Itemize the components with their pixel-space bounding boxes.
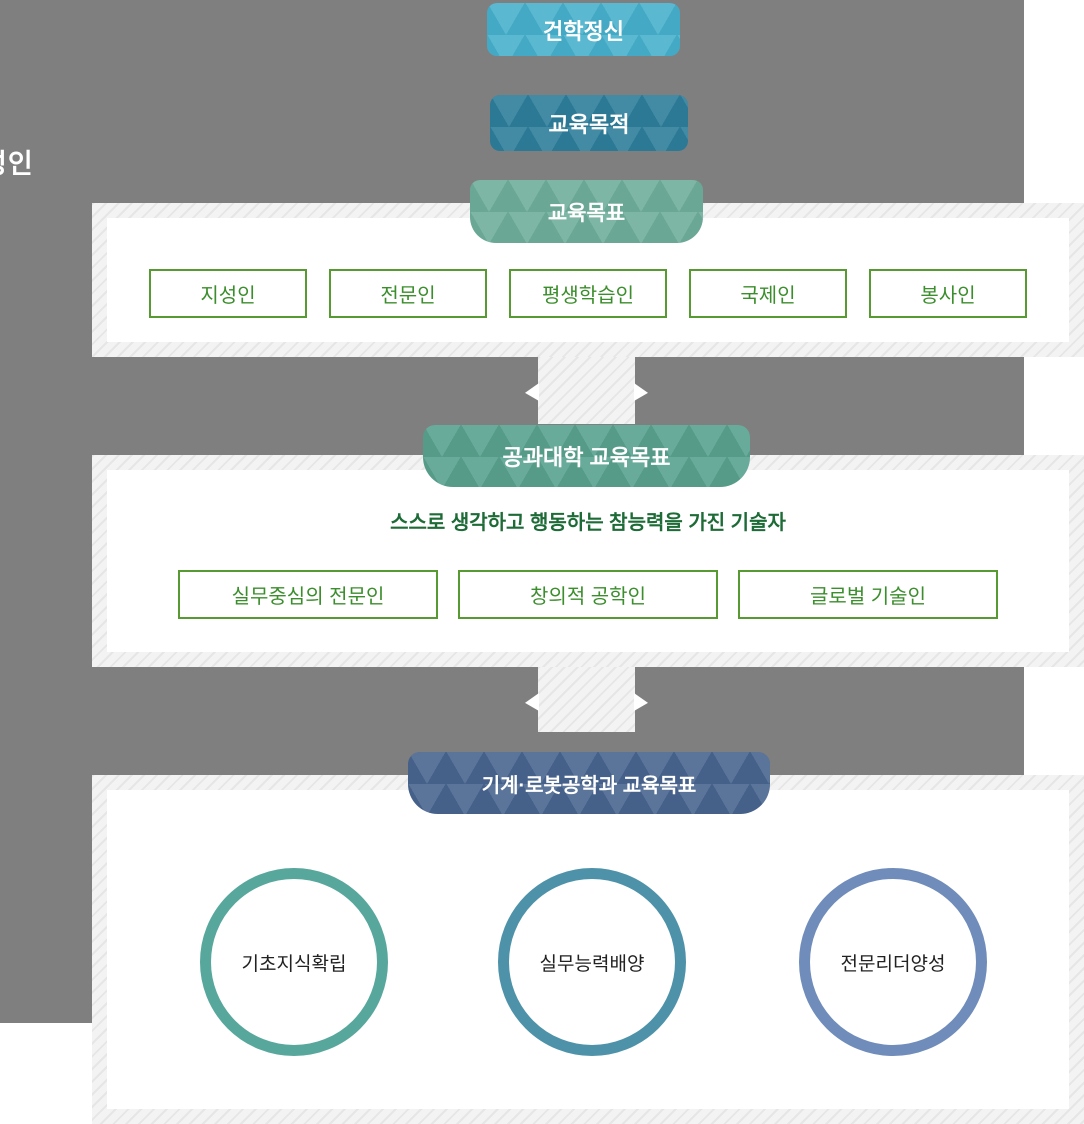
circle-basic-knowledge-label: 기초지식확립 xyxy=(241,953,347,975)
badge-education-goals: 교육목표 xyxy=(470,180,703,243)
clipped-heading-text: 성인 xyxy=(0,149,34,179)
goal-box-global-citizen: 국제인 xyxy=(689,269,847,318)
college-goals-row: 실무중심의 전문인 창의적 공학인 글로벌 기술인 xyxy=(92,570,1084,619)
circle-professional-leader: 전문리더양성 xyxy=(799,868,987,1056)
badge-college-goals-label: 공과대학 교육목표 xyxy=(502,445,671,470)
college-goals-headline: 스스로 생각하고 행동하는 참능력을 가진 기술자 xyxy=(390,512,786,534)
badge-education-goals-label: 교육목표 xyxy=(547,201,626,225)
badge-college-goals: 공과대학 교육목표 xyxy=(423,425,750,487)
university-goals-row: 지성인 전문인 평생학습인 국제인 봉사인 xyxy=(92,269,1084,318)
circle-practical-ability-label: 실무능력배양 xyxy=(539,953,645,975)
section-college-goals-inner xyxy=(107,470,1069,652)
down-arrow-connector-1 xyxy=(525,357,648,424)
goal-box-practice-centered-professional: 실무중심의 전문인 xyxy=(178,570,438,619)
circle-basic-knowledge: 기초지식확립 xyxy=(200,868,388,1056)
badge-education-purpose-label: 교육목적 xyxy=(548,112,630,137)
badge-founding-spirit-label: 건학정신 xyxy=(543,18,624,44)
down-arrow-connector-2 xyxy=(525,667,648,732)
badge-department-goals-label: 기계·로봇공학과 교육목표 xyxy=(481,774,697,797)
goal-box-professional: 전문인 xyxy=(329,269,487,318)
badge-founding-spirit: 건학정신 xyxy=(487,3,680,56)
circle-practical-ability: 실무능력배양 xyxy=(498,868,686,1056)
goal-box-global-technician: 글로벌 기술인 xyxy=(738,570,998,619)
section-college-goals xyxy=(92,455,1084,667)
goal-box-lifelong-learner: 평생학습인 xyxy=(509,269,667,318)
badge-education-purpose: 교육목적 xyxy=(490,95,688,151)
circle-professional-leader-label: 전문리더양성 xyxy=(840,953,946,975)
badge-department-goals: 기계·로봇공학과 교육목표 xyxy=(408,752,770,814)
goal-box-intellectual: 지성인 xyxy=(149,269,307,318)
goal-box-volunteer: 봉사인 xyxy=(869,269,1027,318)
goal-box-creative-engineer: 창의적 공학인 xyxy=(458,570,718,619)
